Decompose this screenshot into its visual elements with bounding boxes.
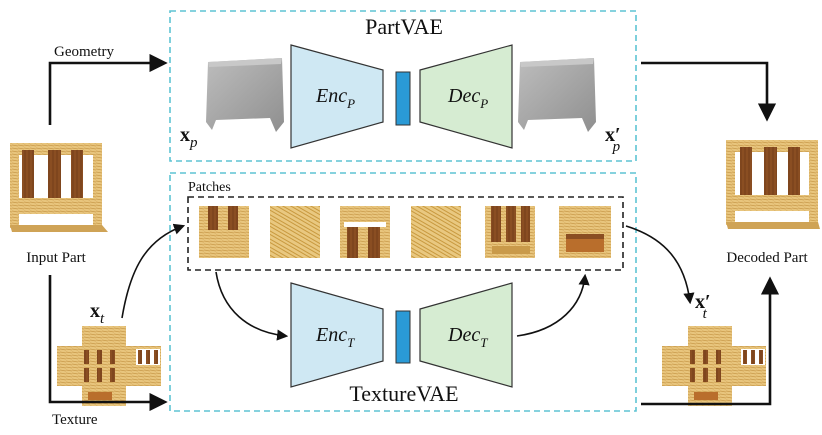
decoded-texture-image — [662, 326, 766, 406]
partvae-output-arrow — [641, 61, 777, 122]
decoded-part-label: Decoded Part — [726, 250, 808, 266]
texture-label: Texture — [52, 412, 98, 428]
patch-1 — [199, 206, 249, 258]
decoded-geometry-image — [518, 58, 596, 132]
texture-arrow — [48, 275, 168, 412]
decoder-p-label: DecP — [447, 85, 488, 111]
decoder-t-label: DecT — [447, 324, 488, 350]
xp-label: xp — [180, 124, 198, 151]
decoder-p-shape — [419, 44, 513, 149]
patches-to-decoded-texture-arrow — [625, 225, 695, 305]
geometry-arrow — [48, 53, 168, 125]
input-part-image — [10, 143, 108, 232]
texture-to-patches-arrow — [121, 223, 186, 319]
encoder-t-label: EncT — [315, 324, 355, 350]
patch-4 — [411, 206, 461, 258]
patch-3 — [340, 206, 390, 258]
patches-to-encoder-arrow — [215, 271, 289, 341]
partvae-box — [169, 10, 637, 162]
encoder-t-shape — [290, 282, 384, 388]
input-texture-image — [57, 326, 161, 406]
latent-t-bar — [395, 310, 411, 364]
texturevae-box — [169, 172, 637, 412]
xt-label: xt — [90, 300, 105, 327]
input-part-label: Input Part — [26, 250, 86, 266]
xt-prime-label: x′t — [695, 291, 711, 322]
patch-5 — [485, 206, 535, 258]
patch-2 — [270, 206, 320, 258]
encoder-p-label: EncP — [315, 85, 355, 111]
geometry-label: Geometry — [54, 44, 114, 60]
partvae-title: PartVAE — [365, 14, 443, 39]
latent-p-bar — [395, 71, 411, 126]
patches-label: Patches — [188, 180, 231, 195]
encoder-p-shape — [290, 44, 384, 149]
xp-prime-label: x′p — [605, 124, 621, 155]
texturevae-output-arrow — [641, 276, 780, 406]
decoder-to-patches-arrow — [516, 273, 590, 337]
patch-6 — [559, 206, 611, 258]
decoded-part-image — [726, 140, 820, 229]
texturevae-title: TextureVAE — [349, 381, 458, 406]
decoder-t-shape — [419, 282, 513, 388]
patches-box — [187, 196, 624, 271]
input-geometry-image — [206, 58, 284, 132]
